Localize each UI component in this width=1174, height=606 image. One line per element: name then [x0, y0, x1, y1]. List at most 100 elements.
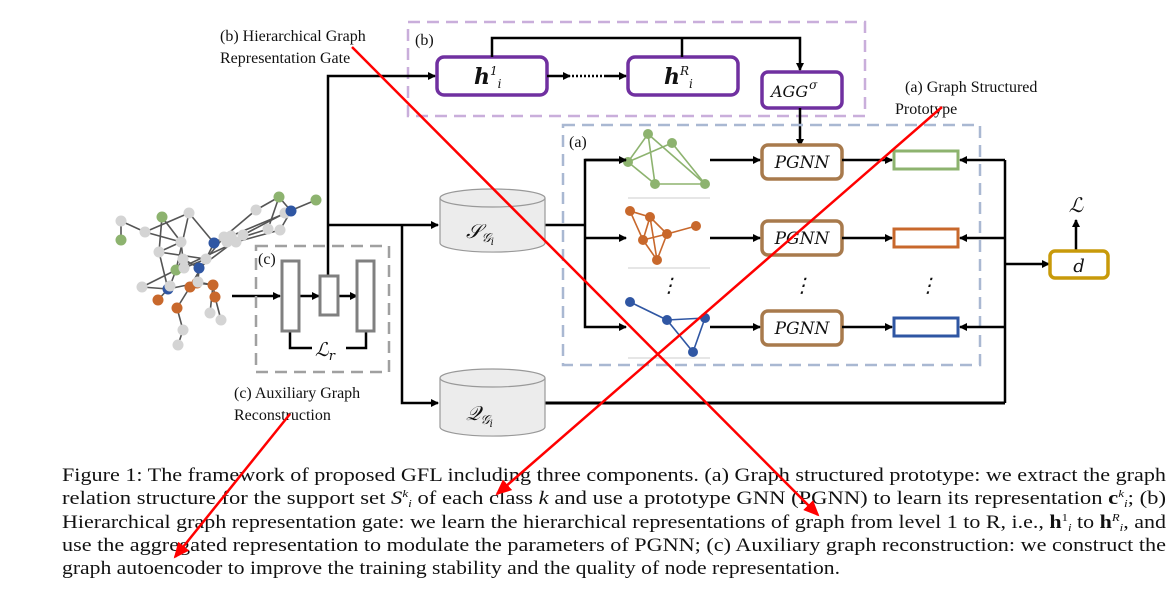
graph-node — [662, 315, 672, 325]
query-set-cylinder: 𝒬𝒢i — [439, 368, 546, 437]
graph-node — [643, 129, 653, 139]
agg-sup: σ — [809, 78, 818, 92]
graph-edge — [666, 225, 697, 235]
distance-label: d — [1073, 256, 1085, 277]
graph-edge — [692, 317, 706, 353]
h1-label: h1i — [474, 64, 502, 91]
math-sup: k — [402, 488, 409, 500]
graph-node — [164, 280, 176, 292]
graph-edge — [629, 301, 668, 321]
ellipsis-graphs: ⋮ — [659, 273, 679, 297]
graph-node — [175, 236, 187, 248]
math-sub: i — [1124, 498, 1128, 510]
pgnn-box: PGNN — [760, 219, 844, 257]
graph-node — [204, 307, 216, 319]
graph-edge — [158, 216, 163, 253]
graph-node — [200, 253, 212, 265]
prototype-module-box — [561, 123, 982, 367]
graph-node — [177, 324, 189, 336]
annotation-arrow-reconstruction — [173, 413, 291, 559]
caption-text: of each class — [412, 488, 539, 509]
graph-node — [650, 179, 660, 189]
pgnn-label: PGNN — [774, 153, 831, 173]
input-graph — [115, 191, 322, 351]
query-set-subsub: i — [490, 419, 493, 430]
graph-node — [662, 229, 672, 239]
graph-edge — [649, 216, 658, 261]
graph-node — [625, 297, 635, 307]
graph-node — [171, 302, 183, 314]
support-set-sub: 𝒢 — [481, 231, 493, 246]
h1-sup: 1 — [490, 64, 498, 78]
caption-text: graph autoencoder to improve the trainin… — [62, 558, 840, 579]
graph-node — [115, 234, 127, 246]
class-graphs — [623, 129, 710, 359]
graph-node — [139, 226, 151, 238]
caption-line-4: use the aggregated representation to mod… — [62, 535, 1166, 556]
class-graph-orange — [625, 206, 701, 265]
graph-edge — [144, 231, 182, 243]
query-set-symbol: 𝒬 — [466, 401, 484, 425]
graph-node — [136, 281, 148, 293]
caption-line-5: graph autoencoder to improve the trainin… — [62, 558, 840, 579]
graph-edge — [627, 161, 656, 185]
graph-node — [156, 211, 168, 223]
caption-line-3: Hierarchical graph representation gate: … — [62, 512, 1167, 534]
graph-node — [209, 291, 221, 303]
hR-sub: i — [689, 77, 693, 91]
h1-sub: i — [498, 77, 502, 91]
graph-node — [178, 262, 190, 274]
ellipsis-prototypes: ⋮ — [918, 273, 938, 297]
prototype-vector-blue — [892, 316, 960, 338]
math-sup: k — [1118, 488, 1125, 500]
graph-node — [193, 262, 205, 274]
graph-node — [183, 207, 195, 219]
graph-node — [172, 339, 184, 351]
agg-base: AGG — [769, 82, 808, 101]
h1-node: h1i — [435, 55, 549, 97]
annotation-arrow-prototype — [495, 106, 943, 496]
query-set-label: 𝒬𝒢i — [466, 401, 493, 430]
hR-base: h — [664, 64, 680, 90]
prototype-vector-orange — [892, 227, 960, 249]
graph-node — [237, 229, 249, 241]
caption-text: , and — [1123, 512, 1166, 533]
pgnn-box: PGNN — [760, 309, 844, 347]
graph-edge — [629, 210, 644, 241]
graph-node — [215, 314, 227, 326]
label-aux-reconstruction-2: Reconstruction — [234, 407, 331, 424]
graph-node — [274, 224, 286, 236]
annotation-arrows — [173, 46, 943, 559]
graph-node — [652, 255, 662, 265]
math-h: h — [1100, 512, 1113, 533]
prototype-tag: (a) — [569, 134, 587, 151]
reconstruction-module-box — [254, 244, 391, 374]
prototype-connectors — [545, 156, 1080, 405]
graph-node — [285, 205, 297, 217]
label-aux-reconstruction: (c) Auxiliary Graph — [234, 385, 360, 402]
class-graph-blue — [625, 297, 710, 357]
hR-node: hRi — [626, 55, 740, 97]
graph-node — [667, 138, 677, 148]
graph-node — [625, 206, 635, 216]
h1-base: h — [474, 64, 490, 90]
distance-node: d — [1048, 249, 1110, 280]
support-set-subsub: i — [491, 237, 494, 248]
math-c: c — [1108, 488, 1118, 509]
class-graph-green — [623, 129, 710, 189]
graph-node — [645, 212, 655, 222]
figure-caption: Figure 1: The framework of proposed GFL … — [62, 465, 1167, 579]
math-sup: 1 — [1062, 512, 1068, 524]
graph-edge — [647, 133, 656, 185]
graph-node — [207, 279, 219, 291]
loss-label: ℒ — [1069, 193, 1084, 217]
graph-node — [638, 235, 648, 245]
graph-edge — [141, 269, 177, 288]
recon-loss-sub: r — [329, 349, 336, 364]
label-hierarchical-gate: (b) Hierarchical Graph — [220, 28, 366, 45]
gate-tag: (b) — [415, 32, 434, 49]
math-S: S — [391, 488, 403, 509]
ellipsis-pgnn: ⋮ — [792, 273, 812, 297]
caption-text: Figure 1: The framework of proposed GFL … — [62, 465, 1167, 486]
